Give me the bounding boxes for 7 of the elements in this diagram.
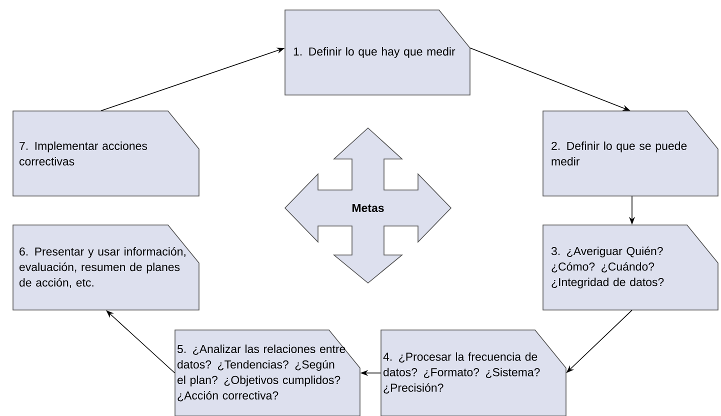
process-box: 5. ¿Analizar las relaciones entre datos? ¿Tendencias? ¿Según el plan? ¿Objetivos cumplidos? ¿Acción correctiva? (174, 330, 360, 416)
process-box: 1. Definir lo que hay que medir (284, 10, 470, 96)
process-box: 3. ¿Averiguar Quién? ¿Cómo? ¿Cuándo? ¿Integridad de datos? (542, 224, 718, 310)
process-box: 6. Presentar y usar información, evaluación, resumen de planes de acción, etc. (12, 224, 200, 310)
process-box: 7. Implementar acciones correctivas (12, 110, 200, 196)
process-box: 2. Definir lo que se puede medir (542, 110, 718, 196)
process-box: 4. ¿Procesar la frecuencia de datos? ¿Formato? ¿Sistema? ¿Precisión? (380, 330, 566, 416)
